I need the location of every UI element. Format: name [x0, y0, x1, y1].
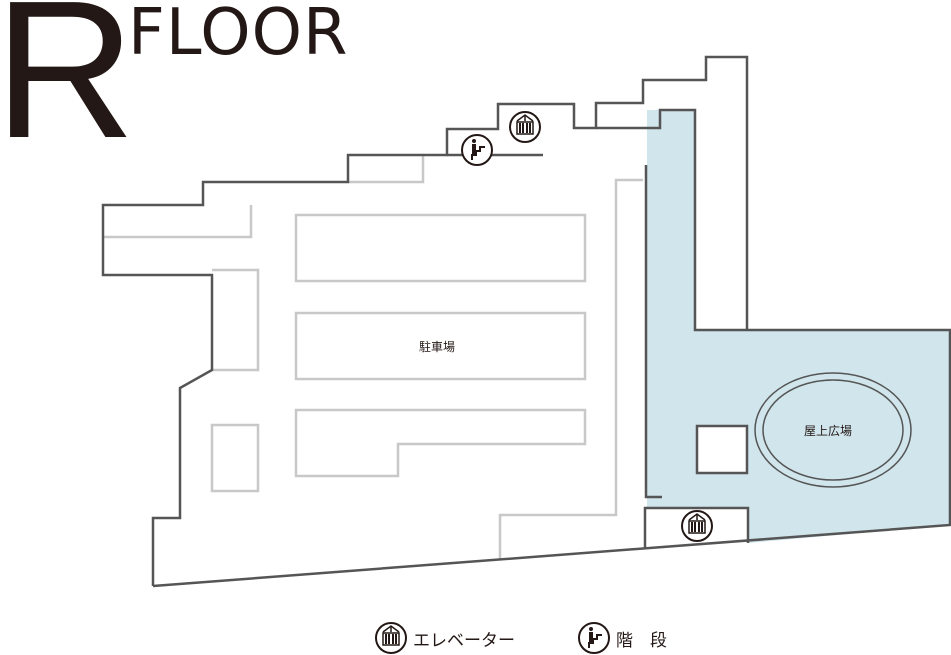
legend-elevator: エレベーター [375, 622, 515, 654]
floor-letter: R [0, 0, 136, 179]
elevator-icon [681, 510, 713, 542]
plaza-inner-ring [762, 379, 904, 481]
elevator-icon [509, 111, 541, 143]
building-outline [101, 55, 951, 588]
floor-title: FLOOR [128, 0, 349, 70]
parking-structures [103, 155, 643, 560]
rooftop-plaza-label: 屋上広場 [804, 424, 853, 438]
legend-label: エレベーター [413, 630, 515, 651]
stairs-icon [461, 134, 493, 166]
plaza-outer-ring [754, 372, 912, 488]
plaza-structure [695, 424, 749, 475]
legend-label: 階 段 [616, 630, 667, 651]
parking-label: 駐車場 [419, 340, 456, 354]
stairs-icon [578, 622, 610, 654]
elevator-icon [375, 622, 407, 654]
legend-stairs: 階 段 [578, 622, 667, 654]
rooftop-plaza-area [647, 110, 950, 543]
